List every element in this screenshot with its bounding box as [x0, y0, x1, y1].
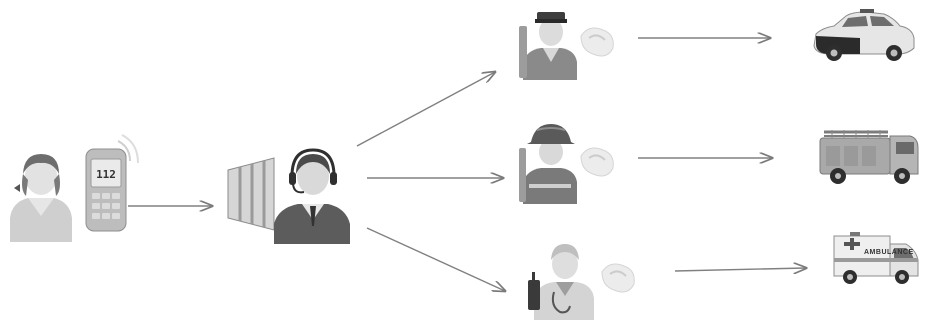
- arrow-dispatcher-to-medic: [367, 228, 505, 291]
- ambulance-icon: AMBULANCE: [830, 228, 922, 288]
- police-car-icon: [808, 8, 918, 66]
- arrow-medic-to-ambulance: [675, 268, 806, 271]
- dispatcher-operator-icon: [222, 146, 352, 246]
- ambulance-label: AMBULANCE: [864, 249, 914, 256]
- firefighter-icon: [515, 120, 625, 206]
- police-officer-icon: [515, 6, 625, 82]
- fire-truck-icon: [816, 124, 922, 186]
- broadcast-signal-icon: [228, 158, 274, 230]
- caller-person-icon: [6, 150, 76, 245]
- paramedic-icon: [520, 236, 645, 320]
- mobile-phone-icon: 112: [82, 133, 142, 235]
- arrow-dispatcher-to-police: [357, 72, 495, 146]
- phone-display-number: 112: [96, 168, 116, 181]
